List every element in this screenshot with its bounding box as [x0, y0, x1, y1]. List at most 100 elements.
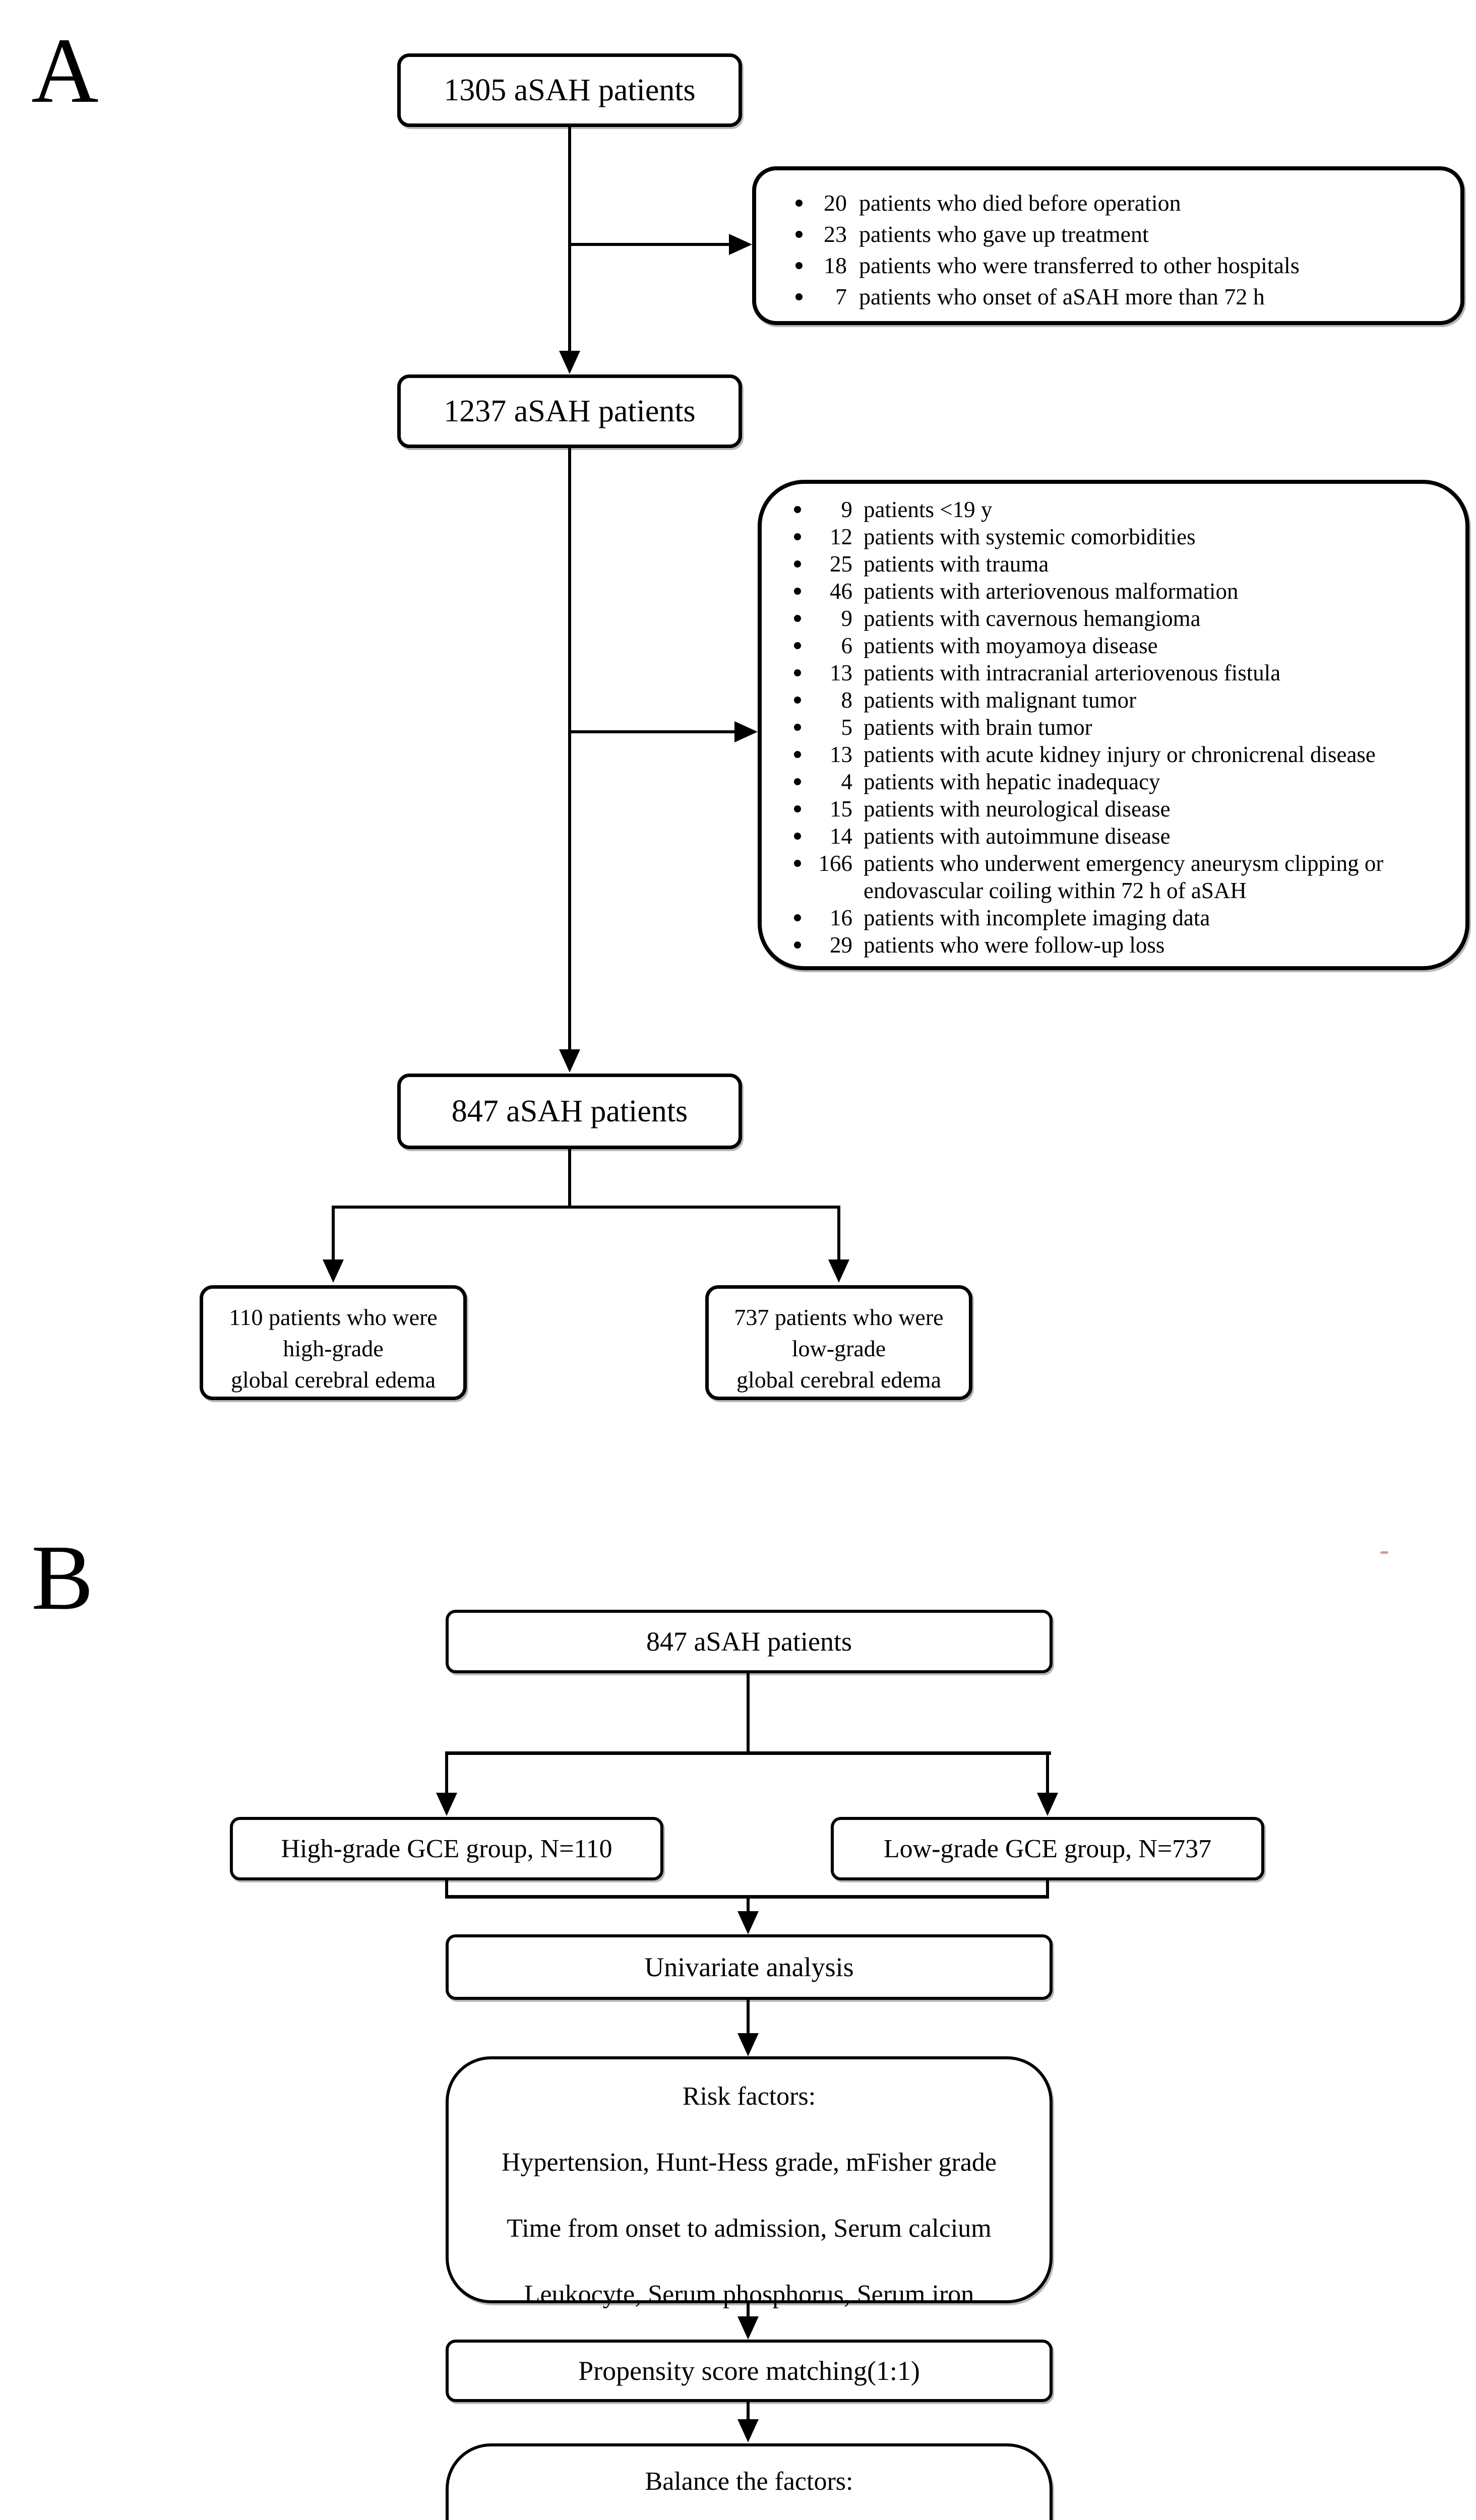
panel-a-label: A	[31, 19, 99, 122]
exclusion-item: 7 patients who onset of aSAH more than 7…	[795, 281, 1449, 312]
split-b1-horizontal-line	[445, 1751, 1051, 1755]
exclusion-box-2	[758, 480, 1469, 970]
split-b1-right-line	[1046, 1751, 1049, 1793]
box-847-asah-patients-b-text: 847 aSAH patients	[646, 1626, 852, 1657]
box-balance-factors-title: Balance the factors:	[645, 2467, 853, 2496]
exclusion-item: 8 patients with malignant tumor	[794, 686, 1457, 714]
box-risk-factors-line: Hypertension, Hunt-Hess grade, mFisher g…	[502, 2148, 997, 2177]
exclusion-text: patients who died before operation	[859, 190, 1181, 216]
exclusion-list-1: 20 patients who died before operation 23…	[752, 166, 1464, 325]
exclusion-count: 18	[824, 253, 847, 278]
bullet-icon	[794, 697, 801, 704]
exclusion-count: 5	[841, 715, 853, 740]
bullet-icon	[794, 778, 801, 785]
exclusion-text: patients who gave up treatment	[859, 221, 1149, 247]
box-1305-asah-patients-text: 1305 aSAH patients	[444, 73, 696, 107]
merge-b1-stem-line	[747, 1895, 750, 1912]
split-b1-left-arrowhead	[436, 1793, 457, 1816]
exclusion-count: 46	[830, 579, 852, 604]
exclusion-count: 9	[841, 497, 853, 522]
exclusion-count: 166	[818, 851, 853, 876]
bullet-icon	[794, 615, 801, 622]
exclusion-text: patients with acute kidney injury or chr…	[864, 742, 1376, 767]
exclusion-count: 25	[830, 551, 852, 577]
panel-b-label: B	[31, 1526, 94, 1629]
box-low-grade-edema-line: low-grade	[791, 1336, 886, 1361]
exclusion-item: 9 patients <19 y	[794, 496, 1457, 523]
box-low-grade-edema-line: global cerebral edema	[736, 1367, 942, 1393]
box-balance-factors: Balance the factors: Hypertension, Hunt-…	[446, 2443, 1053, 2520]
exclusion-count: 9	[841, 606, 853, 631]
connector-1237-to-847-line	[568, 448, 571, 1049]
box-1305-asah-patients: 1305 aSAH patients	[397, 53, 742, 127]
scan-artifact-mark	[1380, 1551, 1388, 1554]
box-low-grade-gce-737-text: Low-grade GCE group, N=737	[883, 1834, 1212, 1863]
exclusion-box-1	[752, 166, 1464, 325]
box-propensity-score-matching: Propensity score matching(1:1)	[446, 2340, 1053, 2402]
box-high-grade-gce-110-text: High-grade GCE group, N=110	[281, 1834, 612, 1863]
exclusion-text: patients with cavernous hemangioma	[864, 606, 1201, 631]
bullet-icon	[794, 642, 801, 649]
exclusion-text: patients with malignant tumor	[864, 687, 1137, 713]
bullet-icon	[794, 533, 801, 540]
connector-risk-psm-line	[747, 2303, 750, 2317]
exclusion-item: 12 patients with systemic comorbidities	[794, 523, 1457, 550]
box-risk-factors-title: Risk factors:	[682, 2082, 816, 2111]
exclusion-text: patients with autoimmune disease	[864, 824, 1171, 849]
box-univariate-analysis: Univariate analysis	[446, 1934, 1053, 2000]
exclusion-text: patients who onset of aSAH more than 72 …	[859, 284, 1265, 309]
box-847-asah-patients-b: 847 aSAH patients	[446, 1610, 1053, 1673]
exclusion-text: patients with trauma	[864, 551, 1049, 577]
exclusion-item: 14 patients with autoimmune disease	[794, 823, 1457, 850]
exclusion-count: 14	[830, 824, 852, 849]
exclusion-item: 13 patients with intracranial arterioven…	[794, 659, 1457, 686]
exclusion-text: patients with brain tumor	[864, 715, 1092, 740]
exclusion-count: 29	[830, 932, 852, 958]
box-high-grade-edema-line: 110 patients who were	[229, 1304, 438, 1330]
exclusion-count: 4	[841, 769, 853, 794]
split-a-horizontal-line	[332, 1206, 840, 1209]
bullet-icon	[795, 262, 803, 269]
bullet-icon	[794, 588, 801, 595]
exclusion-count: 20	[824, 190, 847, 216]
exclusion-count: 8	[841, 687, 853, 713]
exclusion-item: 15 patients with neurological disease	[794, 795, 1457, 823]
branch-exclusion-1-line	[570, 243, 729, 246]
connector-1305-to-1237-arrowhead	[559, 351, 580, 374]
exclusion-item: 6 patients with moyamoya disease	[794, 632, 1457, 659]
split-a-stem-line	[568, 1149, 571, 1207]
exclusion-item: 5 patients with brain tumor	[794, 714, 1457, 741]
exclusion-text: patients with intracranial arteriovenous…	[864, 660, 1281, 685]
exclusion-count: 13	[830, 660, 852, 685]
exclusion-item: 20 patients who died before operation	[795, 187, 1449, 219]
bullet-icon	[795, 293, 803, 300]
bullet-icon	[794, 506, 801, 513]
bullet-icon	[794, 914, 801, 921]
exclusion-item: 13 patients with acute kidney injury or …	[794, 741, 1457, 768]
box-high-grade-edema-line: global cerebral edema	[230, 1367, 436, 1393]
exclusion-item: 46 patients with arteriovenous malformat…	[794, 578, 1457, 605]
exclusion-item: 4 patients with hepatic inadequacy	[794, 768, 1457, 795]
exclusion-item: 29 patients who were follow-up loss	[794, 931, 1457, 959]
bullet-icon	[794, 860, 801, 867]
connector-1237-to-847-arrowhead	[559, 1049, 580, 1073]
box-847-asah-patients-a: 847 aSAH patients	[397, 1074, 742, 1149]
exclusion-item: 25 patients with trauma	[794, 550, 1457, 578]
box-847-asah-patients-a-text: 847 aSAH patients	[451, 1094, 688, 1128]
box-risk-factors: Risk factors: Hypertension, Hunt-Hess gr…	[446, 2056, 1053, 2309]
box-low-grade-gce-737: Low-grade GCE group, N=737	[831, 1817, 1264, 1880]
box-1237-asah-patients-text: 1237 aSAH patients	[444, 394, 696, 428]
connector-1305-to-1237-line	[568, 127, 571, 351]
bullet-icon	[795, 231, 803, 238]
split-b1-left-line	[445, 1751, 448, 1793]
exclusion-text: patients with systemic comorbidities	[864, 524, 1196, 549]
connector-psm-balance-line	[747, 2402, 750, 2420]
exclusion-count: 7	[835, 284, 847, 309]
connector-univariate-risk-line	[747, 2000, 750, 2033]
exclusion-count: 12	[830, 524, 852, 549]
bullet-icon	[794, 941, 801, 949]
merge-b1-right-line	[1046, 1880, 1049, 1899]
merge-b1-left-line	[445, 1880, 448, 1899]
